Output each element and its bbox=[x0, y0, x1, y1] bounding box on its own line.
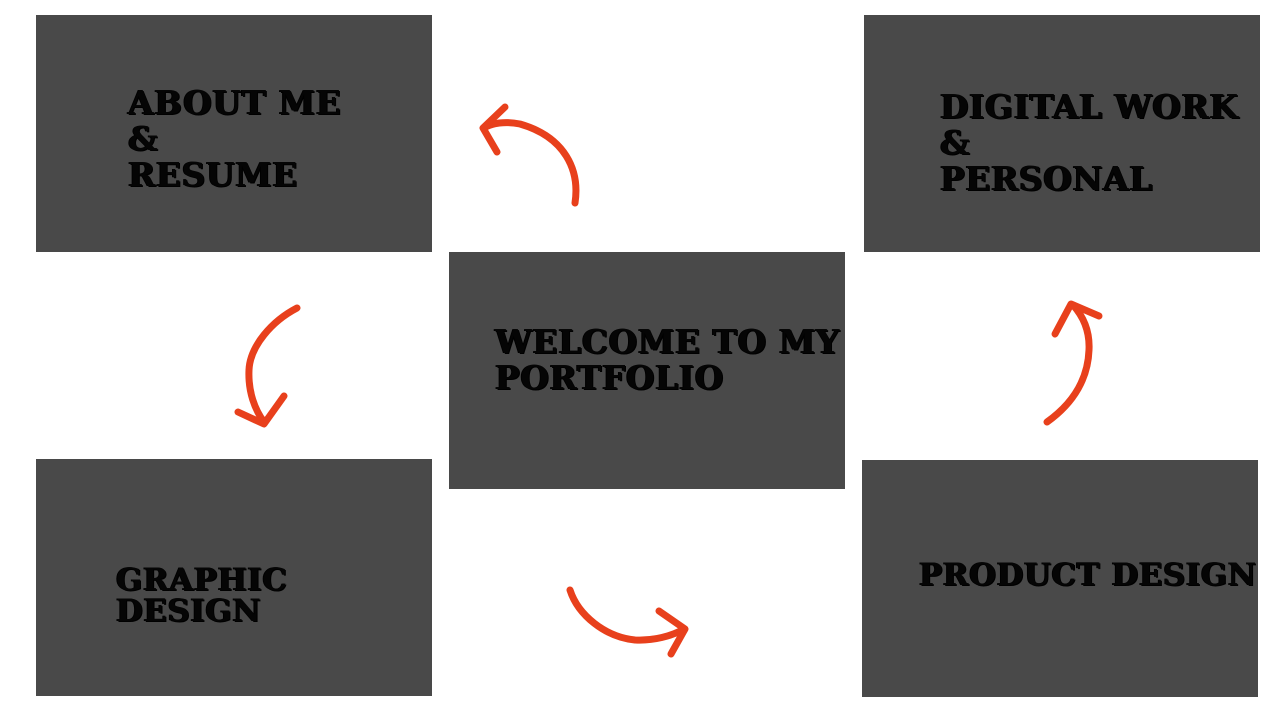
graphic-design-label: GRAPHIC DESIGN bbox=[116, 562, 288, 629]
welcome-label: WELCOME TO MY PORTFOLIO bbox=[495, 322, 840, 397]
product-design-label: PRODUCT DESIGN bbox=[919, 557, 1257, 593]
arrow-about-to-graphic-icon bbox=[234, 304, 301, 428]
graphic-design-panel[interactable]: GRAPHIC DESIGN bbox=[36, 459, 432, 696]
about-me-resume-label: ABOUT ME & RESUME bbox=[128, 83, 342, 194]
product-design-panel[interactable]: PRODUCT DESIGN bbox=[862, 460, 1258, 697]
welcome-panel[interactable]: WELCOME TO MY PORTFOLIO bbox=[449, 252, 845, 489]
arrow-welcome-to-about-icon bbox=[479, 103, 580, 207]
digital-work-personal-panel[interactable]: DIGITAL WORK & PERSONAL bbox=[864, 15, 1260, 252]
arrow-product-to-digital-icon bbox=[1043, 300, 1103, 426]
about-me-resume-panel[interactable]: ABOUT ME & RESUME bbox=[36, 15, 432, 252]
arrow-graphic-to-product-icon bbox=[566, 586, 689, 658]
digital-work-personal-label: DIGITAL WORK & PERSONAL bbox=[940, 87, 1239, 198]
